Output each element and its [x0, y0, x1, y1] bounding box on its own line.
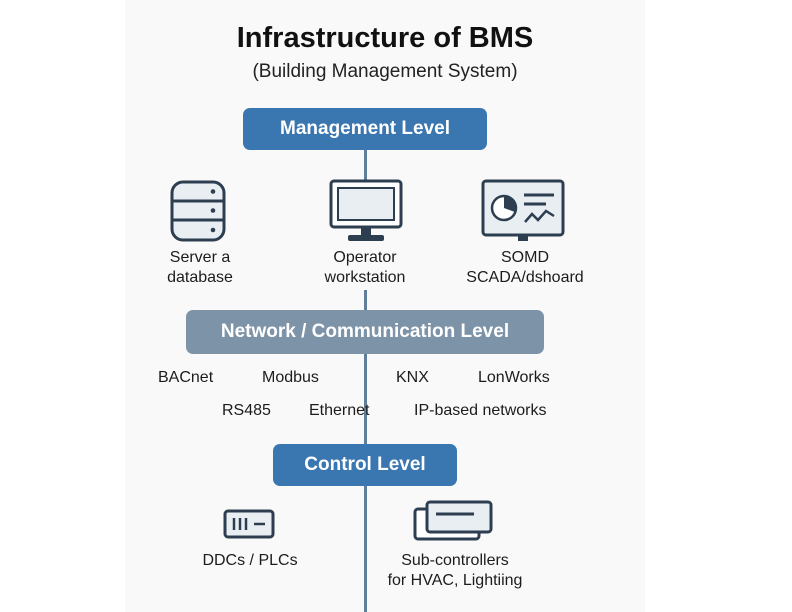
- dashboard-icon: [481, 179, 565, 241]
- connector-control-down: [364, 486, 367, 612]
- protocol-bacnet: BACnet: [158, 369, 214, 386]
- server-database-label: Server a database: [167, 249, 233, 286]
- controller-module-icon: [223, 509, 275, 539]
- network-level-box: Network / Communication Level: [186, 310, 544, 354]
- database-server-icon: [170, 180, 226, 242]
- protocol-knx: KNX: [396, 369, 429, 386]
- control-level-box: Control Level: [273, 444, 457, 486]
- protocol-modbus: Modbus: [262, 369, 319, 386]
- operator-workstation-label: Operator workstation: [324, 249, 406, 286]
- control-level-label: Control Level: [304, 454, 426, 475]
- diagram-background: [125, 0, 645, 612]
- connector-management-down: [364, 148, 367, 210]
- protocol-ethernet: Ethernet: [309, 402, 370, 419]
- management-level-label: Management Level: [280, 118, 450, 139]
- connector-to-network: [364, 290, 367, 312]
- monitor-icon: [329, 179, 403, 241]
- diagram-title: Infrastructure of BMS: [236, 22, 534, 54]
- scada-dashboard-label: SOMD SCADA/dshoard: [466, 249, 584, 286]
- protocol-ip-networks: IP-based networks: [414, 402, 547, 419]
- sub-controllers-label: Sub-controllers for HVAC, Lightiing: [387, 552, 523, 589]
- protocol-rs485: RS485: [222, 402, 271, 419]
- management-level-box: Management Level: [243, 108, 487, 150]
- protocol-lonworks: LonWorks: [478, 369, 550, 386]
- connector-to-control: [364, 352, 367, 444]
- ddc-plc-label: DDCs / PLCs: [202, 552, 298, 569]
- diagram-subtitle: (Building Management System): [252, 61, 518, 82]
- sub-controller-stack-icon: [413, 500, 493, 541]
- network-level-label: Network / Communication Level: [220, 321, 510, 342]
